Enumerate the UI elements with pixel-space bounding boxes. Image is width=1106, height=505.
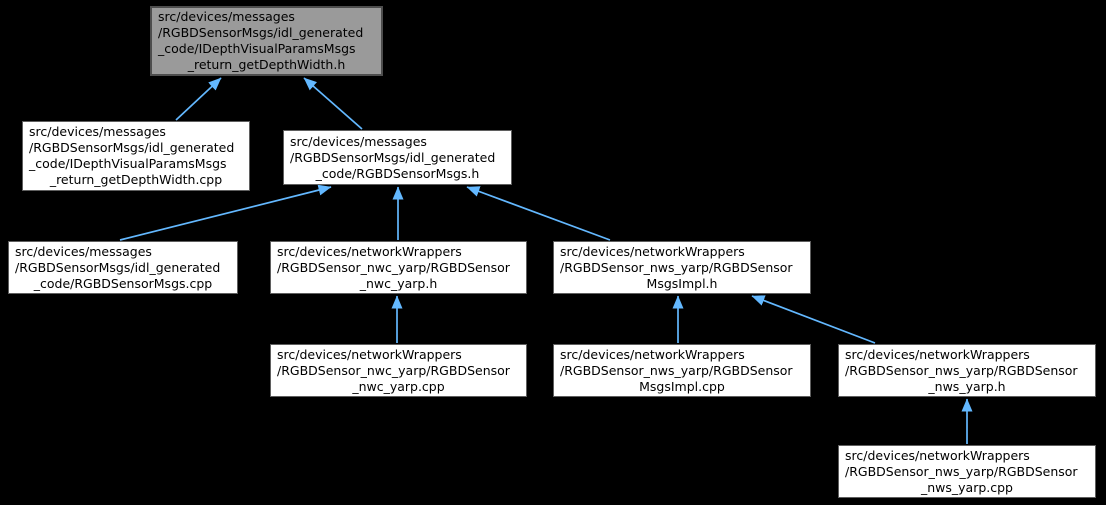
graph-node-label-line: _nwc_yarp.h (359, 275, 438, 291)
graph-node-nwc_yarp_h[interactable]: src/devices/networkWrappers/RGBDSensor_n… (270, 241, 527, 294)
graph-node-label-line: _return_getDepthWidth.cpp (49, 172, 223, 187)
edge-rgbdmsgs_cpp-to-rgbdmsgs_h (119, 184, 332, 241)
graph-node-label-line: _code/RGBDSensorMsgs.cpp (33, 275, 213, 291)
graph-node-label-line: src/devices/networkWrappers (560, 346, 745, 362)
graph-node-rgbdmsgs_cpp[interactable]: src/devices/messages/RGBDSensorMsgs/idl_… (8, 241, 238, 294)
graph-node-label-line: src/devices/networkWrappers (845, 346, 1030, 362)
graph-node-label-line: /RGBDSensorMsgs/idl_generated (15, 259, 221, 275)
graph-node-label-line: /RGBDSensor_nws_yarp/RGBDSensor (845, 362, 1078, 378)
edge-msgsimpl_h-to-rgbdmsgs_h (466, 186, 611, 241)
edge-nws_yarp_h-to-msgsimpl_h (751, 295, 876, 344)
graph-node-nws_yarp_h[interactable]: src/devices/networkWrappers/RGBDSensor_n… (838, 344, 1096, 397)
graph-node-label-line: src/devices/messages (15, 243, 152, 259)
graph-node-label-line: /RGBDSensorMsgs/idl_generated (158, 25, 364, 40)
graph-node-label-line: /RGBDSensor_nws_yarp/RGBDSensor (560, 259, 793, 275)
graph-node-label-line: /RGBDSensor_nws_yarp/RGBDSensor (845, 463, 1078, 479)
graph-node-label-line: /RGBDSensor_nwc_yarp/RGBDSensor (277, 259, 510, 275)
graph-node-label-line: src/devices/networkWrappers (277, 243, 462, 259)
graph-node-label-line: _nwc_yarp.cpp (352, 378, 445, 394)
graph-node-nwc_yarp_cpp[interactable]: src/devices/networkWrappers/RGBDSensor_n… (270, 344, 527, 397)
graph-node-label-line: _nws_yarp.cpp (920, 479, 1013, 495)
graph-node-rgbdmsgs_h[interactable]: src/devices/messages/RGBDSensorMsgs/idl_… (283, 130, 512, 185)
graph-node-label-line: src/devices/messages (29, 124, 166, 139)
edge-rgbdmsgs_h-to-idepth_h (303, 77, 363, 130)
graph-node-label-line: _code/RGBDSensorMsgs.h (315, 165, 480, 181)
graph-node-msgsimpl_h[interactable]: src/devices/networkWrappers/RGBDSensor_n… (553, 241, 811, 294)
graph-node-label-line: src/devices/networkWrappers (845, 447, 1030, 463)
graph-node-idepth_h: src/devices/messages/RGBDSensorMsgs/idl_… (150, 6, 383, 76)
graph-node-label-line: _return_getDepthWidth.h (187, 57, 346, 72)
graph-node-label-line: _code/IDepthVisualParamsMsgs (29, 156, 227, 171)
graph-node-msgsimpl_cpp[interactable]: src/devices/networkWrappers/RGBDSensor_n… (553, 344, 811, 397)
graph-node-label-line: MsgsImpl.h (646, 275, 718, 291)
graph-node-label-line: /RGBDSensor_nwc_yarp/RGBDSensor (277, 362, 510, 378)
graph-node-label-line: /RGBDSensorMsgs/idl_generated (29, 140, 235, 155)
graph-node-label-line: /RGBDSensorMsgs/idl_generated (290, 149, 496, 165)
graph-node-label-line: src/devices/messages (290, 133, 427, 149)
graph-node-label-line: src/devices/networkWrappers (277, 346, 462, 362)
graph-node-label-line: src/devices/messages (158, 9, 295, 24)
graph-node-label-line: _nws_yarp.h (928, 378, 1006, 394)
edge-idepth_cpp-to-idepth_h (175, 77, 222, 121)
graph-node-label-line: /RGBDSensor_nws_yarp/RGBDSensor (560, 362, 793, 378)
graph-node-label-line: MsgsImpl.cpp (639, 378, 725, 394)
graph-node-label-line: _code/IDepthVisualParamsMsgs (158, 41, 356, 56)
graph-node-label-line: src/devices/networkWrappers (560, 243, 745, 259)
graph-node-idepth_cpp[interactable]: src/devices/messages/RGBDSensorMsgs/idl_… (22, 121, 250, 191)
graph-node-nws_yarp_cpp[interactable]: src/devices/networkWrappers/RGBDSensor_n… (838, 445, 1096, 498)
